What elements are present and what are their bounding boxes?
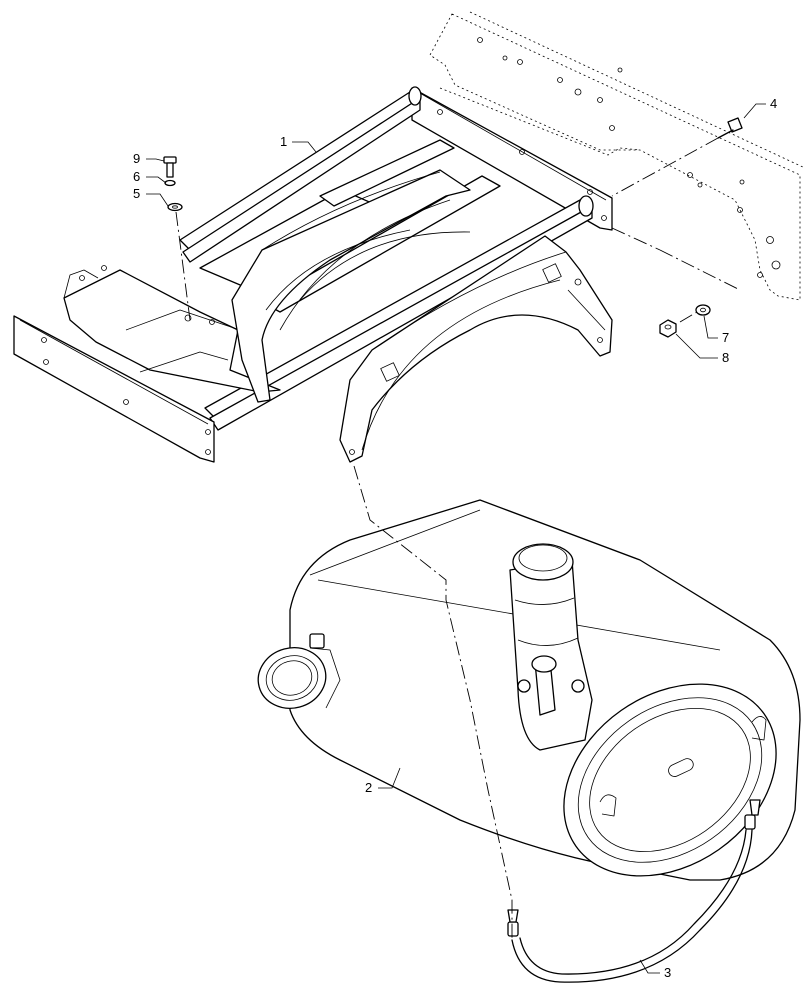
callout-label-8: 8 [722, 350, 729, 365]
bolt-stack-left [163, 156, 191, 321]
callout-3: 3 [639, 959, 671, 980]
callout-9: 9 [133, 151, 165, 166]
callout-label-3: 3 [664, 965, 671, 980]
muffler [257, 499, 801, 881]
callout-7: 7 [703, 315, 729, 345]
chassis-mounting-plate [429, 11, 806, 301]
support-bracket-assembly [13, 86, 613, 463]
hose-assembly [507, 799, 761, 983]
bolt-stack-right [611, 117, 743, 338]
callout-4: 4 [743, 96, 777, 119]
alignment-centerline [353, 465, 513, 940]
callout-2: 2 [365, 767, 401, 795]
callout-5: 5 [133, 186, 169, 207]
callout-6: 6 [133, 169, 167, 184]
callout-label-2: 2 [365, 780, 372, 795]
callout-label-5: 5 [133, 186, 140, 201]
callout-label-7: 7 [722, 330, 729, 345]
callout-1: 1 [280, 134, 317, 153]
callout-8: 8 [675, 333, 729, 365]
callout-label-9: 9 [133, 151, 140, 166]
callout-label-1: 1 [280, 134, 287, 149]
callout-label-6: 6 [133, 169, 140, 184]
callout-label-4: 4 [770, 96, 777, 111]
